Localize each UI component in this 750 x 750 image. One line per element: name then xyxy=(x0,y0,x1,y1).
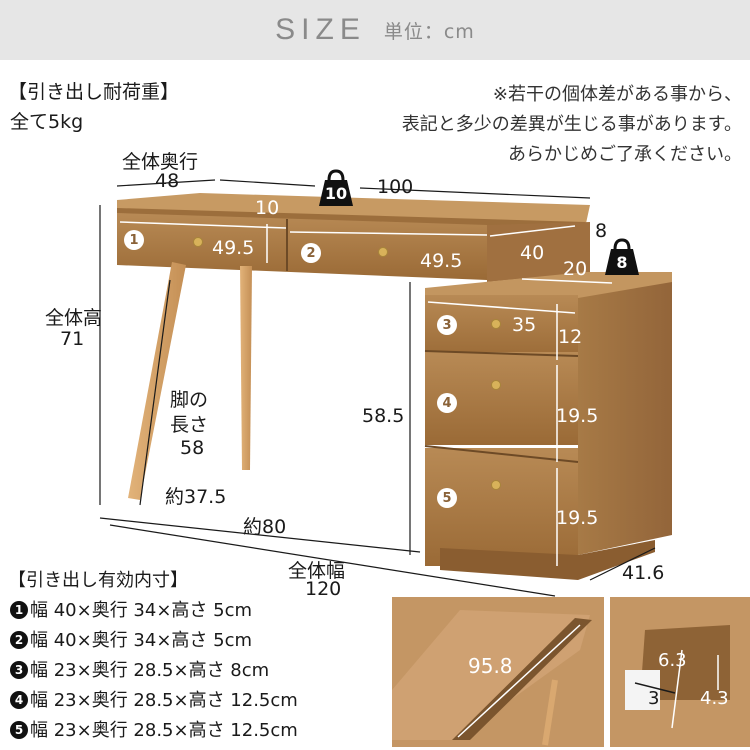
drawer-side-depth: 40 xyxy=(520,242,545,264)
width-label: 全体幅 xyxy=(288,560,346,582)
inner-dimensions-title: 【引き出し有効内寸】 xyxy=(8,570,188,591)
load-capacity-value: 全て5kg xyxy=(10,111,84,133)
slot-inner-label: 4.3 xyxy=(700,688,729,709)
drawer4-knob xyxy=(491,380,501,390)
height-value: 71 xyxy=(60,328,85,350)
weight-icon xyxy=(605,238,639,275)
cabinet-top-offset: 20 xyxy=(563,258,588,280)
floor-span-value: 約80 xyxy=(243,516,287,538)
cabinet-depth-value: 41.6 xyxy=(622,562,665,584)
drawer3-knob xyxy=(491,319,501,329)
drawer-number-2: 2 xyxy=(301,243,321,263)
header-bar: SIZE 単位：cm xyxy=(0,0,750,60)
drawer2-width: 49.5 xyxy=(420,250,463,272)
drawer5-height: 19.5 xyxy=(556,507,599,529)
load-capacity-label: 【引き出し耐荷重】 xyxy=(8,81,180,103)
weight-badge-cabinet: 8 xyxy=(604,237,640,277)
drawer-number-5: 5 xyxy=(437,488,457,508)
drawer1-width: 49.5 xyxy=(212,237,255,259)
desk-top-offset: 10 xyxy=(255,197,280,219)
drawer3-width: 35 xyxy=(512,314,537,336)
disclaimer-note: ※若干の個体差がある事から、 表記と多少の差異が生じる事があります。 あらかじめ… xyxy=(401,84,742,165)
drawer1-knob xyxy=(193,237,203,247)
drawer2-knob xyxy=(378,247,388,257)
drawer-number-3: 3 xyxy=(437,315,457,335)
overhang-value: 8 xyxy=(595,220,608,242)
width-value: 120 xyxy=(305,578,342,600)
cabinet-height-value: 58.5 xyxy=(362,405,405,427)
slot-depth-label: 6.3 xyxy=(658,650,687,671)
leg-label-2: 長さ xyxy=(170,414,209,436)
leg-span-value: 約37.5 xyxy=(165,486,227,508)
drawer5-knob xyxy=(491,480,501,490)
slot-width-label: 3 xyxy=(648,688,660,709)
leg-value: 58 xyxy=(180,437,205,459)
unit-label: 単位：cm xyxy=(383,20,475,43)
slot-length-label: 95.8 xyxy=(468,654,513,678)
drawer4-height: 19.5 xyxy=(556,405,599,427)
weight-icon xyxy=(319,169,353,206)
weight-badge-desk: 10 xyxy=(318,168,354,208)
drawer-number-1: 1 xyxy=(124,230,144,250)
drawer-number-4: 4 xyxy=(437,393,457,413)
drawer3-height: 12 xyxy=(558,326,583,348)
size-title: SIZE xyxy=(275,13,366,46)
depth-label: 全体奥行 xyxy=(122,151,199,173)
depth-value: 48 xyxy=(155,170,180,192)
height-label: 全体高 xyxy=(45,307,103,329)
desk-width-value: 100 xyxy=(377,176,414,198)
leg-label-1: 脚の xyxy=(170,389,209,411)
